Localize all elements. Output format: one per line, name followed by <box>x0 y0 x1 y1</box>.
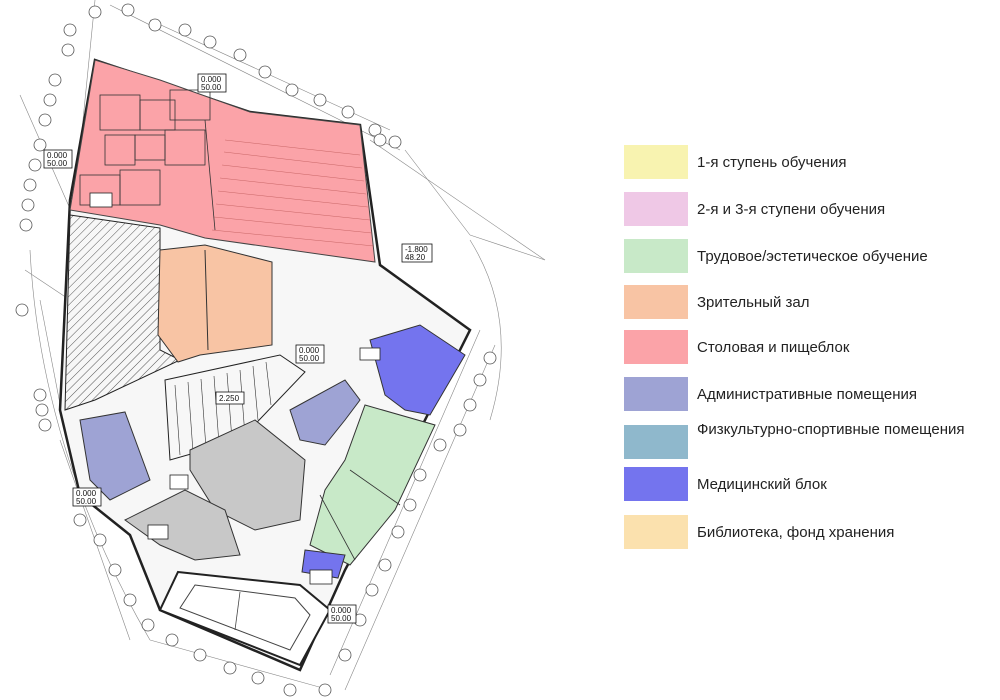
elevation-top: 0.000 <box>331 606 352 615</box>
elevation-top: 2.250 <box>219 394 240 403</box>
legend-swatch <box>624 330 688 364</box>
legend-swatch <box>624 145 688 179</box>
zone-admin-left <box>79 411 151 501</box>
legend-label: Физкультурно-спортивные помещения <box>697 421 965 438</box>
legend-item-auditorium: Зрительный зал <box>624 285 994 325</box>
legend-label: Медицинский блок <box>697 476 827 493</box>
elevation-bottom: 50.00 <box>299 354 320 363</box>
sports-hall-inner <box>179 584 311 651</box>
legend-swatch <box>624 239 688 273</box>
legend-label: Зрительный зал <box>697 294 810 311</box>
legend-item-dining: Столовая и пищеблок <box>624 330 994 370</box>
elevation-bottom: 48.20 <box>405 253 426 262</box>
legend-label: 2-я и 3-я ступени обучения <box>697 201 886 218</box>
legend-swatch <box>624 285 688 319</box>
legend-label: 1-я ступень обучения <box>697 154 847 171</box>
legend-item-labor-education: Трудовое/эстетическое обучение <box>624 239 994 279</box>
elevation-top: 0.000 <box>299 346 320 355</box>
elevation-label-3: -1.800 48.20 <box>401 243 433 263</box>
labor-partitions <box>319 469 401 561</box>
axis-markers <box>15 3 497 697</box>
elevation-bottom: 50.00 <box>76 497 97 506</box>
step-lines <box>174 361 272 456</box>
legend-label: Административные помещения <box>697 386 918 403</box>
elevation-label-6: 0.000 50.00 <box>72 487 102 507</box>
auditorium-divider <box>204 249 209 351</box>
elevation-label-2: 0.000 50.00 <box>43 149 73 169</box>
elevation-top: 0.000 <box>201 75 222 84</box>
legend-swatch <box>624 425 688 459</box>
legend-item-admin: Административные помещения <box>624 377 994 417</box>
elevation-bottom: 50.00 <box>331 614 352 623</box>
zone-service-grey <box>189 419 306 531</box>
elevation-bottom: 50.00 <box>201 83 222 92</box>
zone-medical <box>369 324 466 416</box>
legend-swatch <box>624 515 688 549</box>
legend-item-primary-education: 1-я ступень обучения <box>624 145 994 185</box>
staircases <box>89 192 381 585</box>
elevation-label-1: 0.000 50.00 <box>197 73 227 93</box>
elevation-label-7: 0.000 50.00 <box>327 604 357 624</box>
zone-service-grey-2 <box>124 489 241 561</box>
elevation-top: 0.000 <box>47 151 68 160</box>
amphitheatre-steps <box>164 354 306 461</box>
elevation-bottom: 50.00 <box>47 159 68 168</box>
floor-plan: 0.000 50.00 0.000 50.00 -1.800 48.20 0.0… <box>15 0 546 697</box>
elevation-label-4: 0.000 50.00 <box>295 344 325 364</box>
legend-label: Столовая и пищеблок <box>697 339 850 356</box>
legend-swatch <box>624 192 688 226</box>
legend-item-secondary-education: 2-я и 3-я ступени обучения <box>624 192 994 232</box>
legend-item-medical: Медицинский блок <box>624 467 994 507</box>
legend-swatch <box>624 467 688 501</box>
zone-dining-kitchen <box>69 59 376 263</box>
zone-auditorium <box>157 244 273 363</box>
zone-admin-center <box>289 379 361 446</box>
legend-item-sports: Физкультурно-спортивные помещения <box>624 421 994 465</box>
legend-label: Библиотека, фонд хранения <box>697 524 895 541</box>
legend-label: Трудовое/эстетическое обучение <box>697 248 928 265</box>
dining-seating <box>211 139 375 247</box>
elevation-top: -1.800 <box>405 245 428 254</box>
legend-swatch <box>624 377 688 411</box>
elevation-label-5: 2.250 <box>215 391 245 405</box>
legend-item-library: Библиотека, фонд хранения <box>624 515 994 555</box>
elevation-top: 0.000 <box>76 489 97 498</box>
hall-centerline <box>234 591 241 631</box>
